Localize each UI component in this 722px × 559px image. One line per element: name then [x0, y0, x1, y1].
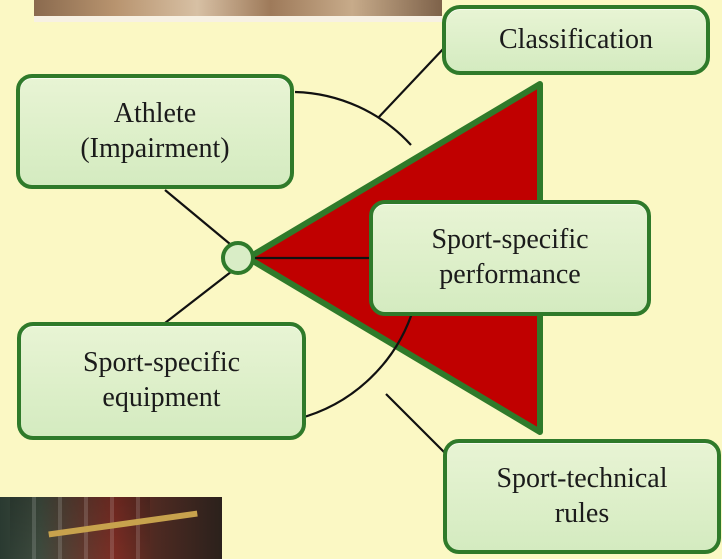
impairment-label: (Impairment) — [80, 132, 230, 164]
technical-title-line: Sport-technical — [496, 462, 668, 494]
performance-title-line: Sport-specific — [431, 224, 589, 256]
circle-node-icon — [221, 241, 255, 275]
equipment-subtitle-line: equipment — [102, 382, 221, 413]
technical-subtitle-line: rules — [554, 497, 610, 529]
athlete-label: Athlete — [113, 97, 197, 129]
lower-arc-line — [296, 306, 416, 421]
athlete-box: Athlete (Impairment) — [16, 74, 294, 189]
performance-subtitle-line: performance — [439, 259, 581, 290]
technical-rules-box: Sport-technical rules — [443, 439, 721, 554]
bottom-photo-strip — [0, 497, 222, 559]
equipment-title-line: Sport-specific — [82, 347, 241, 379]
equipment-connector — [164, 267, 237, 324]
top-photo-strip — [34, 0, 442, 22]
upper-arc-line — [294, 90, 412, 146]
classification-label: Classification — [499, 23, 653, 55]
classification-connector — [377, 46, 446, 119]
performance-box: Sport-specific performance — [369, 200, 651, 316]
equipment-box: Sport-specific equipment — [17, 322, 306, 440]
technical-connector — [385, 393, 447, 455]
athlete-connector — [164, 189, 237, 250]
classification-box: Classification — [442, 5, 710, 75]
